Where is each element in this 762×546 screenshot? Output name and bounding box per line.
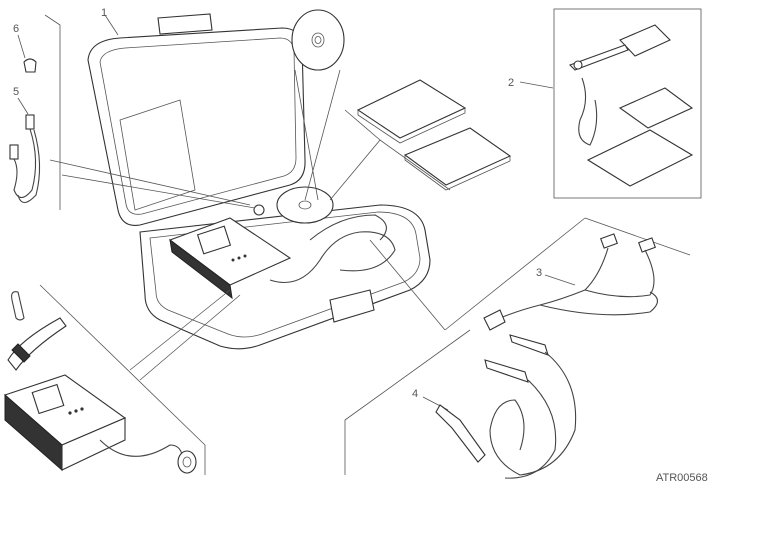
cable-in-case bbox=[269, 231, 396, 284]
callout-5: 5 bbox=[13, 86, 20, 98]
manuals bbox=[356, 79, 512, 191]
callout-3: 3 bbox=[536, 267, 543, 279]
callout-2: 2 bbox=[508, 77, 515, 89]
cable-5 bbox=[9, 114, 41, 204]
carry-strap bbox=[7, 317, 67, 371]
callout-1: 1 bbox=[101, 7, 108, 19]
carabiner bbox=[11, 291, 25, 321]
adapter-in-case bbox=[253, 204, 265, 216]
callout-6: 6 bbox=[13, 23, 20, 35]
interface-unit-with-cable bbox=[3, 374, 197, 474]
cable-3 bbox=[483, 233, 659, 331]
callout-4: 4 bbox=[412, 388, 419, 400]
kit-2-frame bbox=[553, 8, 702, 199]
carry-case bbox=[87, 13, 431, 350]
cd-disc bbox=[291, 9, 345, 71]
adapter-6 bbox=[23, 58, 37, 73]
cd-in-case bbox=[276, 186, 334, 224]
kit-2-contents bbox=[569, 24, 694, 187]
battery-clamp-cable-4 bbox=[435, 334, 577, 479]
interface-unit-in-case bbox=[168, 217, 292, 300]
drawing-code: ATR00568 bbox=[656, 472, 708, 484]
